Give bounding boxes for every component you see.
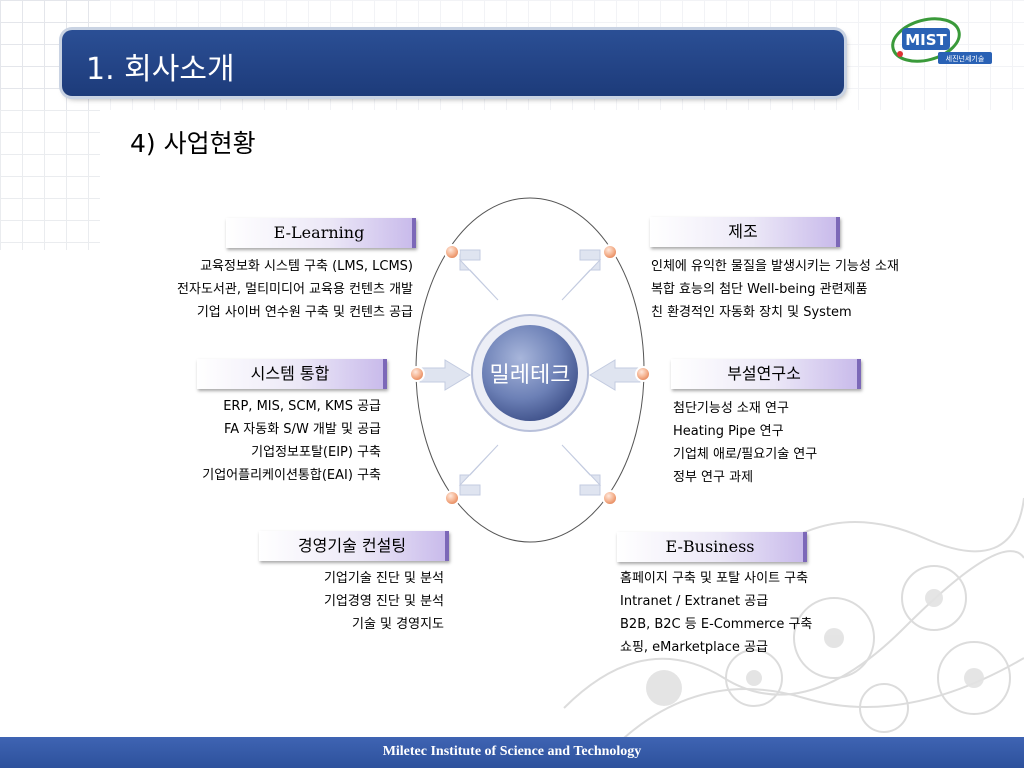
- desc-line: Heating Pipe 연구: [673, 424, 784, 439]
- arrow-up-left: [458, 249, 499, 301]
- desc-system-integration: ERP, MIS, SCM, KMS 공급 FA 자동화 S/W 개발 및 공급…: [100, 395, 381, 487]
- label-ebusiness: E-Business: [617, 532, 807, 562]
- desc-line: 교육정보화 시스템 구축 (LMS, LCMS): [200, 259, 413, 274]
- label-research-lab: 부설연구소: [671, 359, 861, 389]
- arrow-right: [589, 359, 641, 391]
- desc-consulting: 기업기술 진단 및 분석 기업경영 진단 및 분석 기술 및 경영지도: [240, 567, 444, 636]
- node-mid-left: [409, 366, 425, 382]
- logo-text: MIST: [905, 31, 947, 49]
- footer-text: Miletec Institute of Science and Technol…: [382, 744, 642, 759]
- desc-line: FA 자동화 S/W 개발 및 공급: [223, 422, 381, 437]
- desc-line: 전자도서관, 멀티미디어 교육용 컨텐츠 개발: [177, 282, 413, 297]
- page-title: 1. 회사소개: [86, 52, 235, 87]
- desc-line: 친 환경적인 자동화 장치 및 System: [651, 305, 852, 320]
- node-bottom-right: [602, 490, 618, 506]
- desc-manufacturing: 인체에 유익한 물질을 발생시키는 기능성 소재 복합 효능의 첨단 Well-…: [651, 255, 991, 324]
- desc-line: 복합 효능의 첨단 Well-being 관련제품: [651, 282, 868, 297]
- label-manufacturing: 제조: [650, 217, 840, 247]
- footer-bar: Miletec Institute of Science and Technol…: [0, 737, 1024, 768]
- center-label: 밀레테크: [490, 363, 571, 388]
- desc-line: 인체에 유익한 물질을 발생시키는 기능성 소재: [651, 259, 899, 274]
- desc-line: 기업어플리케이션통합(EAI) 구축: [202, 468, 381, 483]
- desc-line: 기술 및 경영지도: [352, 617, 444, 632]
- center-circle: [482, 325, 578, 421]
- node-top-right: [602, 244, 618, 260]
- desc-line: 기업경영 진단 및 분석: [323, 594, 444, 609]
- arrow-down-left: [458, 444, 499, 496]
- desc-line: 정부 연구 과제: [673, 470, 754, 485]
- desc-line: B2B, B2C 등 E-Commerce 구축: [620, 617, 813, 632]
- arrow-left: [419, 359, 471, 391]
- logo-subtext: 세진넌세기술: [946, 54, 985, 63]
- node-mid-right: [635, 366, 651, 382]
- label-consulting: 경영기술 컨설팅: [259, 531, 449, 561]
- title-bar: 1. 회사소개: [62, 30, 844, 96]
- desc-line: 홈페이지 구축 및 포탈 사이트 구축: [620, 571, 809, 586]
- arrow-down-right: [561, 444, 602, 496]
- node-top-left: [444, 244, 460, 260]
- desc-line: ERP, MIS, SCM, KMS 공급: [223, 399, 381, 414]
- desc-line: 첨단기능성 소재 연구: [673, 401, 789, 416]
- section-subtitle: 4) 사업현황: [130, 129, 256, 158]
- arrow-up-right: [561, 249, 602, 301]
- company-logo: MIST 세진넌세기술: [891, 17, 992, 64]
- label-elearning: E-Learning: [226, 218, 416, 248]
- desc-elearning: 교육정보화 시스템 구축 (LMS, LCMS) 전자도서관, 멀티미디어 교육…: [100, 255, 413, 324]
- desc-line: 기업정보포탈(EIP) 구축: [251, 445, 381, 460]
- desc-line: 기업 사이버 연수원 구축 및 컨텐츠 공급: [196, 305, 413, 320]
- arrows: [419, 249, 641, 496]
- business-diagram: 밀레테크: [409, 197, 651, 543]
- desc-line: 기업체 애로/필요기술 연구: [673, 447, 818, 462]
- label-system-integration: 시스템 통합: [197, 359, 387, 389]
- desc-research-lab: 첨단기능성 소재 연구 Heating Pipe 연구 기업체 애로/필요기술 …: [673, 397, 923, 489]
- desc-line: 기업기술 진단 및 분석: [323, 571, 444, 586]
- node-bottom-left: [444, 490, 460, 506]
- desc-line: Intranet / Extranet 공급: [620, 594, 769, 609]
- desc-ebusiness: 홈페이지 구축 및 포탈 사이트 구축 Intranet / Extranet …: [620, 567, 920, 659]
- desc-line: 쇼핑, eMarketplace 공급: [620, 640, 768, 655]
- molecule-decoration: [563, 497, 1024, 738]
